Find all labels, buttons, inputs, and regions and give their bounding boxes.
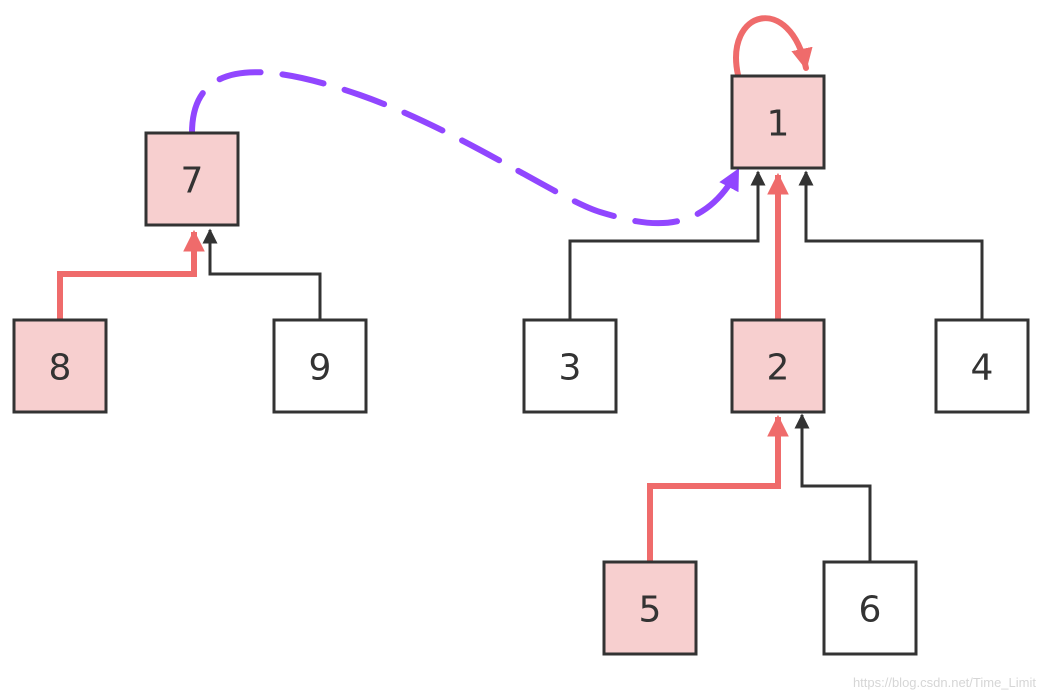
node-5: 5 xyxy=(602,560,698,656)
node-label-4: 4 xyxy=(971,348,994,389)
node-label-7: 7 xyxy=(181,161,204,202)
node-3: 3 xyxy=(522,318,618,414)
watermark-text: https://blog.csdn.net/Time_Limit xyxy=(852,675,1036,690)
edge-6-to-2 xyxy=(794,413,872,562)
node-box-4 xyxy=(934,318,1030,414)
node-box-9 xyxy=(272,318,368,414)
edge-1-to-1 xyxy=(733,15,813,78)
node-box-6 xyxy=(822,560,918,656)
node-7: 7 xyxy=(144,131,240,227)
node-box-3 xyxy=(522,318,618,414)
node-box-8 xyxy=(12,318,108,414)
node-label-2: 2 xyxy=(767,348,790,389)
node-label-5: 5 xyxy=(639,590,662,631)
node-label-9: 9 xyxy=(309,348,332,389)
node-1: 1 xyxy=(730,74,826,170)
node-4: 4 xyxy=(934,318,1030,414)
nodes-layer: 1 2 3 4 5 6 7 8 9 xyxy=(12,74,1030,656)
edge-5-to-2 xyxy=(647,414,789,562)
node-label-6: 6 xyxy=(859,590,882,631)
node-box-7 xyxy=(144,131,240,227)
node-label-3: 3 xyxy=(559,348,582,389)
edge-4-to-1 xyxy=(798,170,984,320)
node-label-1: 1 xyxy=(767,104,790,145)
node-6: 6 xyxy=(822,560,918,656)
node-box-5 xyxy=(602,560,698,656)
edge-3-to-1 xyxy=(568,170,766,320)
edges-layer xyxy=(57,15,984,562)
node-box-1 xyxy=(730,74,826,170)
node-8: 8 xyxy=(12,318,108,414)
edge-9-to-7 xyxy=(202,228,322,320)
node-9: 9 xyxy=(272,318,368,414)
edge-8-to-7 xyxy=(57,229,205,320)
node-label-8: 8 xyxy=(49,348,72,389)
edge-7-to-1 xyxy=(189,69,741,227)
node-2: 2 xyxy=(730,318,826,414)
node-box-2 xyxy=(730,318,826,414)
